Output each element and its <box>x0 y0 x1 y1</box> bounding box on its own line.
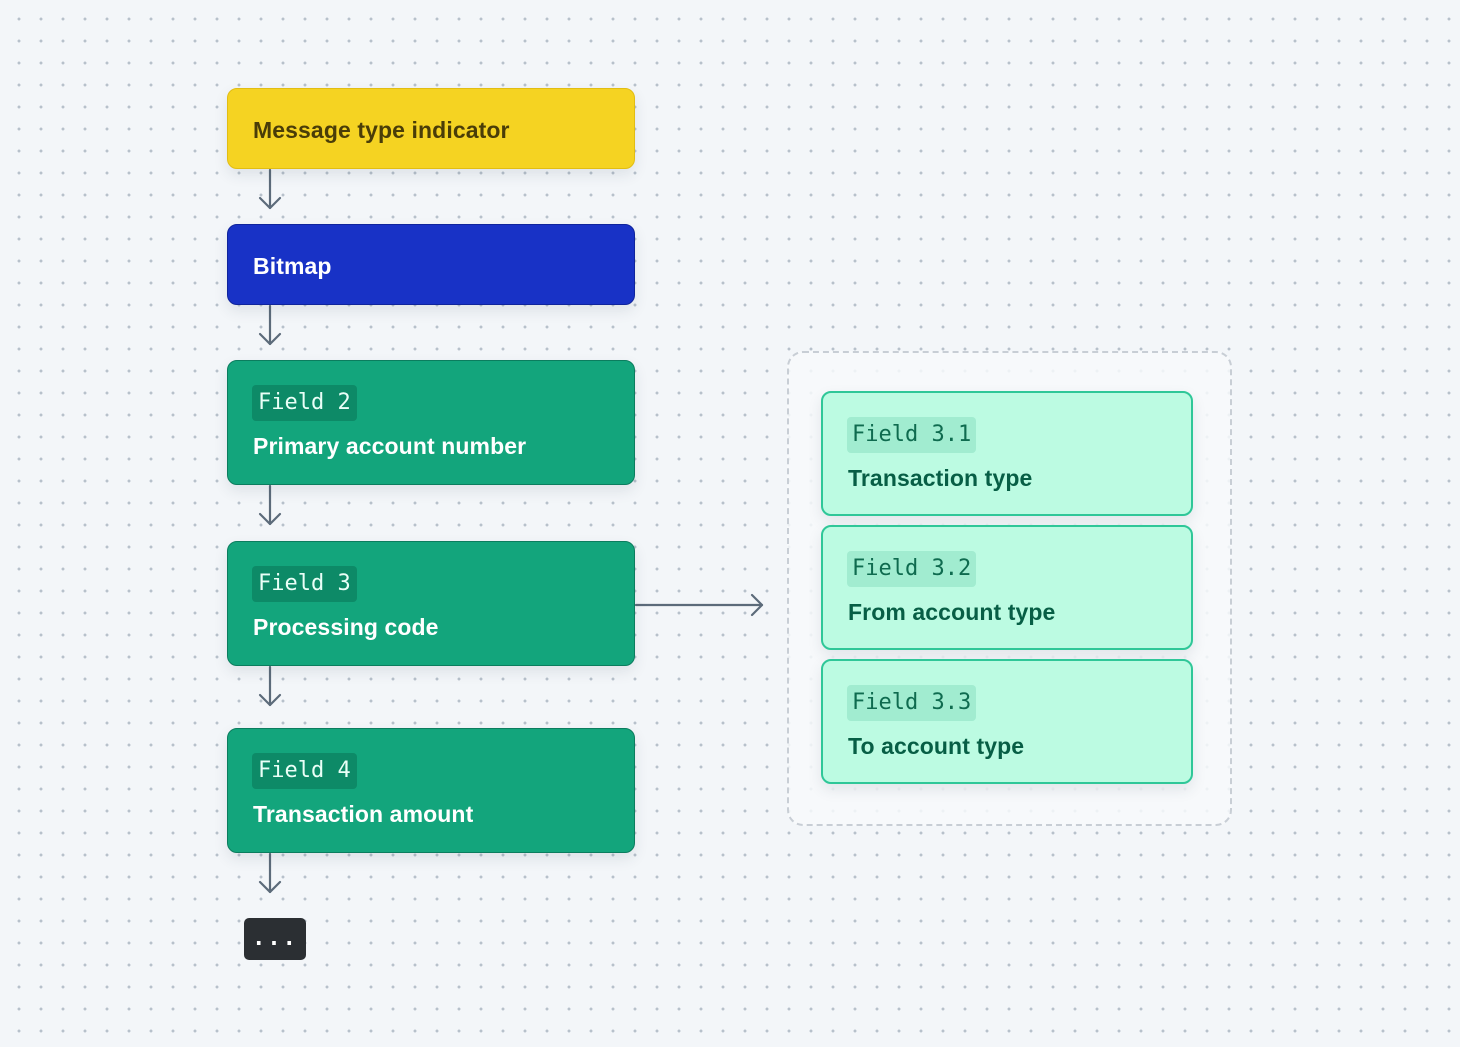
field-tag: Field 2 <box>252 385 357 421</box>
field-tag: Field 4 <box>252 753 357 789</box>
field-3-1-block: Field 3.1 Transaction type <box>821 391 1193 516</box>
more-fields-ellipsis: ... <box>244 918 306 960</box>
arrow-mti-to-bitmap <box>258 168 282 210</box>
field-title: Transaction amount <box>253 801 474 827</box>
arrow-field-3-to-subfields <box>634 593 764 617</box>
subfield-tag: Field 3.1 <box>847 417 977 453</box>
field-4-block: Field 4 Transaction amount <box>227 728 635 853</box>
field-3-3-block: Field 3.3 To account type <box>821 659 1193 784</box>
field-3-2-block: Field 3.2 From account type <box>821 525 1193 650</box>
subfield-title: Transaction type <box>848 465 1033 491</box>
subfield-tag: Field 3.2 <box>847 551 977 587</box>
block-title: Message type indicator <box>253 117 510 143</box>
field-3-block: Field 3 Processing code <box>227 541 635 666</box>
subfield-title: From account type <box>848 599 1056 625</box>
arrow-field-3-to-field-4 <box>258 665 282 707</box>
arrow-field-4-to-more <box>258 852 282 894</box>
subfield-tag: Field 3.3 <box>847 685 977 721</box>
field-2-block: Field 2 Primary account number <box>227 360 635 485</box>
field-title: Processing code <box>253 614 439 640</box>
field-title: Primary account number <box>253 433 527 459</box>
bitmap-block: Bitmap <box>227 224 635 305</box>
subfield-title: To account type <box>848 733 1025 759</box>
arrow-bitmap-to-field-2 <box>258 304 282 346</box>
arrow-field-2-to-field-3 <box>258 484 282 526</box>
block-title: Bitmap <box>253 253 332 279</box>
message-type-indicator-block: Message type indicator <box>227 88 635 169</box>
field-tag: Field 3 <box>252 566 357 602</box>
